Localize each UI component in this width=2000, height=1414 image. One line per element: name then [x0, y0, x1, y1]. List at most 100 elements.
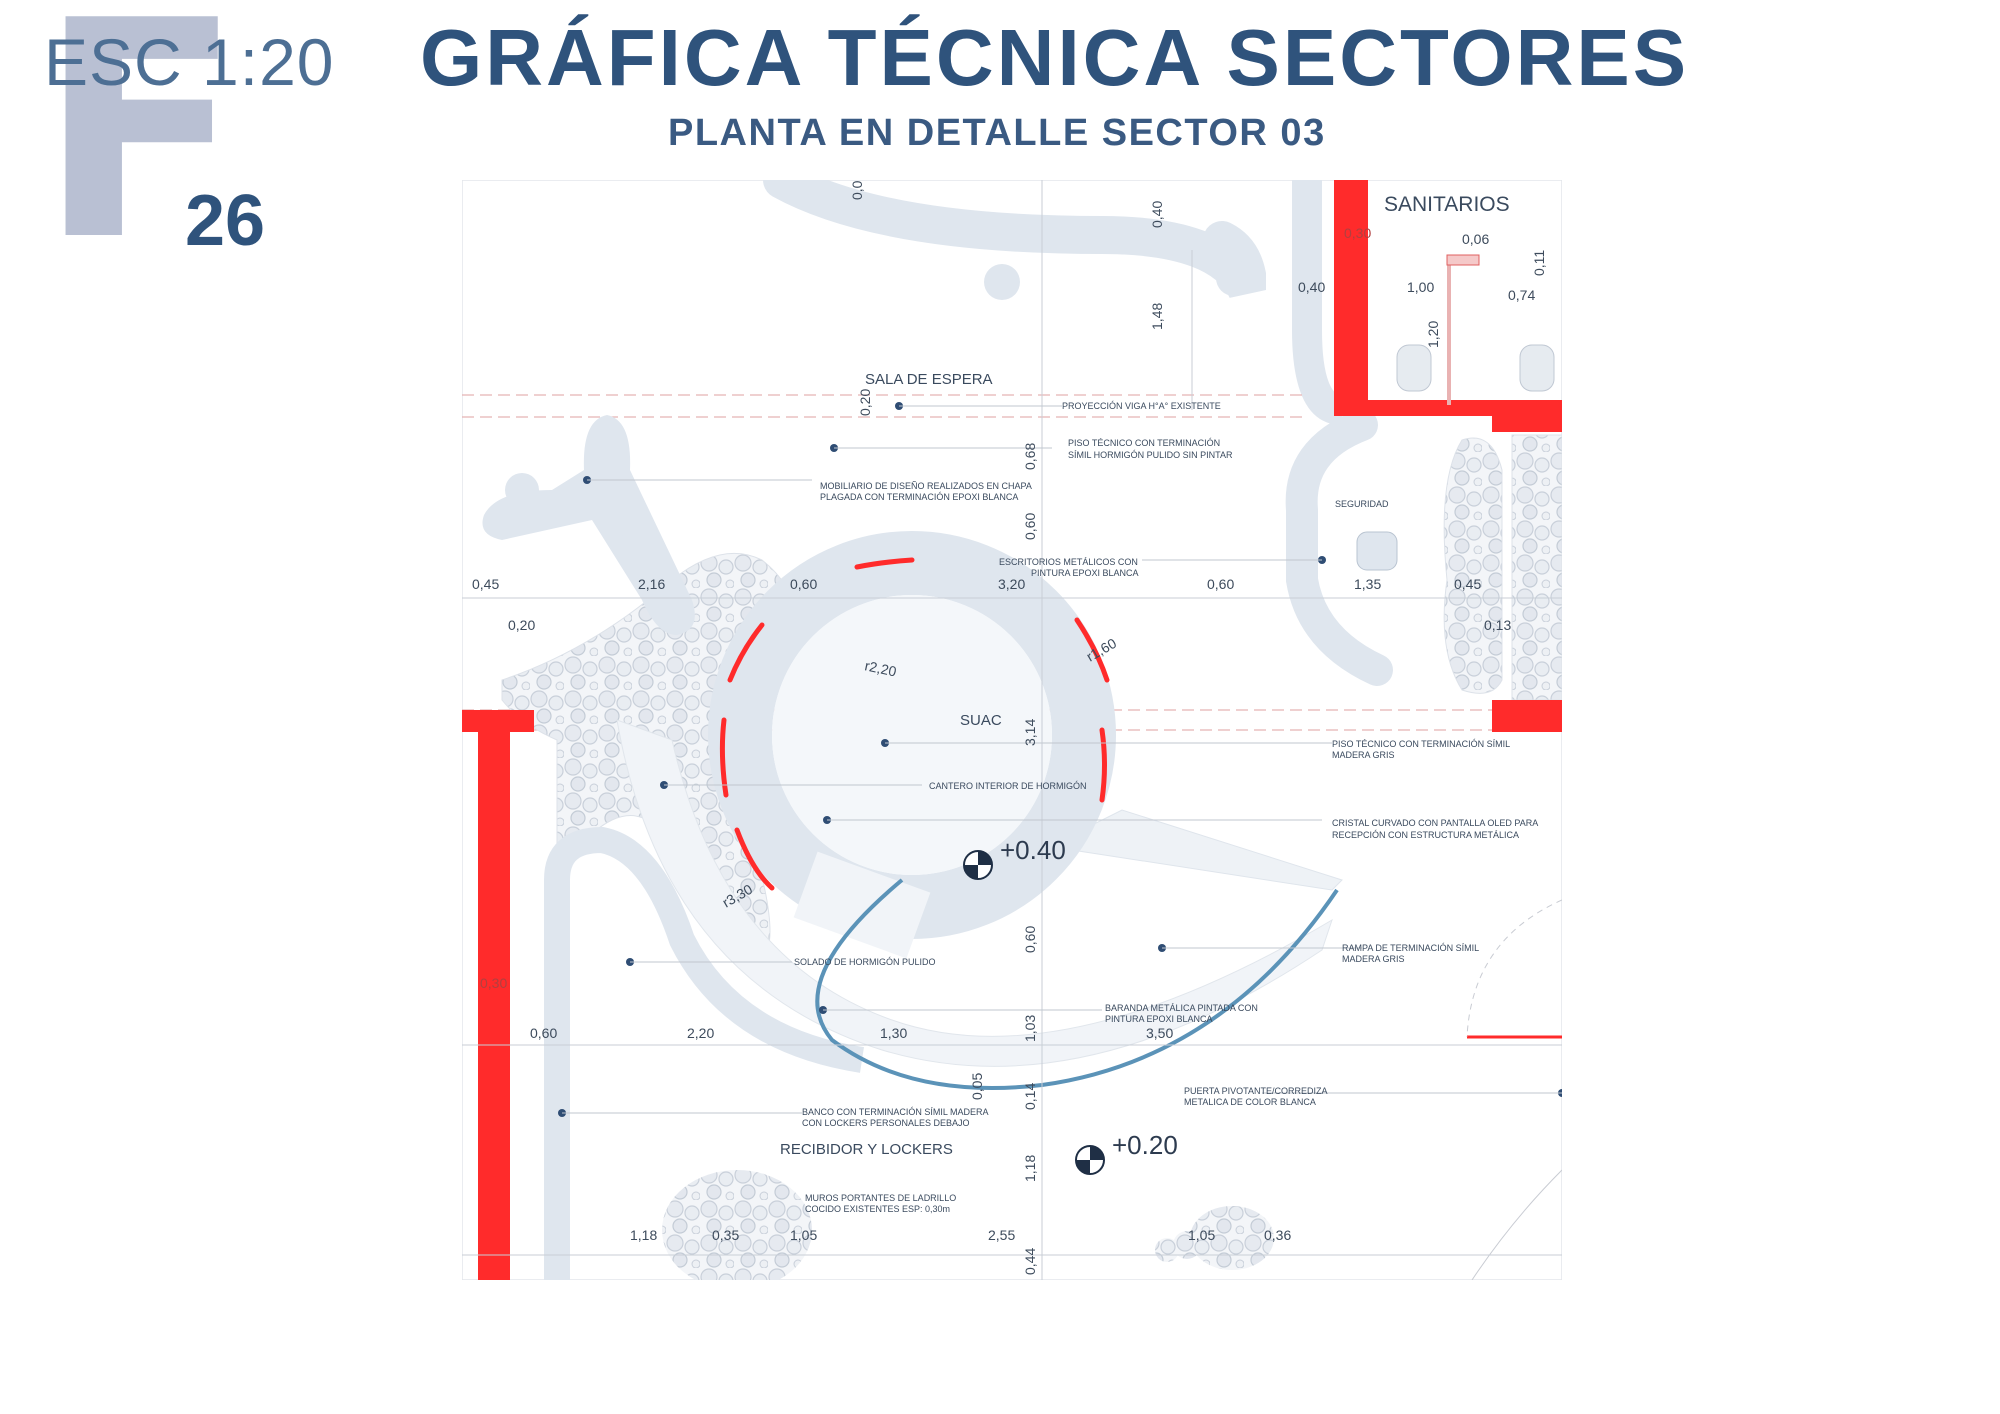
room-label-seguridad: SEGURIDAD	[1335, 499, 1389, 509]
note-solado: SOLADO DE HORMIGÓN PULIDO	[794, 957, 936, 967]
note-piso-tecnico-2: PISO TÉCNICO CON TERMINACIÓN SÍMIL	[1332, 739, 1510, 749]
stool	[505, 473, 539, 507]
suac-floor	[772, 595, 1052, 875]
dim-035: 0,35	[712, 1227, 739, 1243]
dim-045a: 0,45	[472, 576, 499, 592]
dim-007: 0,07	[849, 180, 865, 200]
dim-074: 0,74	[1508, 287, 1535, 303]
level-marker-icon	[1075, 1145, 1105, 1175]
side-table	[984, 264, 1020, 300]
dim-148: 1,48	[1149, 303, 1165, 330]
dim-255: 2,55	[988, 1227, 1015, 1243]
toilet-icon	[1396, 344, 1432, 392]
curved-glass-screens	[719, 557, 1110, 891]
note-muros: MUROS PORTANTES DE LADRILLO	[805, 1193, 956, 1203]
door-swing	[1466, 899, 1562, 1038]
ring-opening	[793, 851, 931, 959]
chair-icon	[1356, 531, 1398, 571]
note-cantero: CANTERO INTERIOR DE HORMIGÓN	[929, 781, 1087, 791]
dim-118b: 1,18	[630, 1227, 657, 1243]
note-puerta: PUERTA PIVOTANTE/CORREDIZA	[1184, 1086, 1328, 1096]
dim-118a: 1,18	[1022, 1155, 1038, 1182]
dim-135: 1,35	[1354, 576, 1381, 592]
page-number: 26	[185, 181, 266, 261]
dim-350: 3,50	[1146, 1025, 1173, 1041]
planter-right-2	[1511, 434, 1562, 701]
dim-314: 3,14	[1022, 719, 1038, 746]
dim-220: 2,20	[687, 1025, 714, 1041]
note-escritorios: ESCRITORIOS METÁLICOS CON	[999, 557, 1138, 567]
note-cristal: CRISTAL CURVADO CON PANTALLA OLED PARA	[1332, 818, 1538, 828]
note-banco: BANCO CON TERMINACIÓN SÍMIL MADERA	[802, 1107, 989, 1117]
note-muros-b: COCIDO EXISTENTES ESP: 0,30m	[805, 1204, 950, 1214]
level-value-upper: +0.40	[1000, 835, 1066, 865]
dim-105a: 1,05	[790, 1227, 817, 1243]
section-letter: F	[38, 0, 243, 306]
partition	[1447, 255, 1451, 405]
toilet-icon	[1519, 344, 1555, 392]
dim-013: 0,13	[1484, 617, 1511, 633]
planter-bottom	[662, 1170, 812, 1280]
stool	[620, 510, 654, 544]
dim-130: 1,30	[880, 1025, 907, 1041]
note-proyeccion-viga: PROYECCIÓN VIGA H°A° EXISTENTE	[1062, 401, 1221, 411]
dim-100: 1,00	[1407, 279, 1434, 295]
dim-120: 1,20	[1425, 321, 1441, 348]
dim-060e: 0,60	[530, 1025, 557, 1041]
note-escritorios-b: PINTURA EPOXI BLANCA	[1031, 568, 1139, 578]
dim-045b: 0,45	[1454, 576, 1481, 592]
note-baranda: BARANDA METÁLICA PINTADA CON	[1105, 1003, 1258, 1013]
dim-068: 0,68	[1022, 443, 1038, 470]
note-cristal-b: RECEPCIÓN CON ESTRUCTURA METÁLICA	[1332, 830, 1519, 840]
planter-small	[1173, 1231, 1201, 1259]
level-value-lower: +0.20	[1112, 1130, 1178, 1160]
planter-small	[1155, 1238, 1179, 1262]
dim-060b: 0,60	[790, 576, 817, 592]
room-label-suac: SUAC	[960, 712, 1002, 729]
page-subtitle: PLANTA EN DETALLE SECTOR 03	[668, 112, 1326, 154]
note-rampa: RAMPA DE TERMINACIÓN SÍMIL	[1342, 943, 1479, 953]
note-piso-tecnico-1b: SÍMIL HORMIGÓN PULIDO SIN PINTAR	[1068, 450, 1233, 460]
dim-011: 0,11	[1531, 250, 1547, 276]
dimension-lines	[462, 180, 1562, 1280]
door-icon	[1446, 254, 1480, 266]
level-marker-icon	[963, 850, 993, 880]
dim-060a: 0,60	[1022, 513, 1038, 540]
security-desk	[1285, 409, 1393, 686]
dim-014: 0,14	[1022, 1083, 1038, 1110]
note-baranda-b: PINTURA EPOXI BLANCA	[1105, 1014, 1213, 1024]
dim-216: 2,16	[638, 576, 665, 592]
scale-label: ESC 1:20	[44, 25, 335, 99]
leader-lines	[562, 405, 1562, 1114]
design-furniture	[482, 415, 695, 635]
note-piso-tecnico-2b: MADERA GRIS	[1332, 750, 1395, 760]
dim-020b: 0,20	[508, 617, 535, 633]
load-bearing-walls	[462, 180, 1562, 1280]
page-title: GRÁFICA TÉCNICA SECTORES	[420, 13, 1690, 102]
bench-curve	[544, 826, 865, 1280]
dim-036: 0,36	[1264, 1227, 1291, 1243]
side-table	[1216, 260, 1252, 296]
dim-030b: 0,30	[480, 975, 507, 991]
room-label-sanitarios: SANITARIOS	[1384, 193, 1510, 216]
planter-bottom-right	[1190, 1206, 1274, 1270]
dim-060d: 0,60	[1022, 926, 1038, 953]
note-mobiliario: MOBILIARIO DE DISEÑO REALIZADOS EN CHAPA	[820, 481, 1032, 491]
dim-020a: 0,20	[857, 389, 873, 416]
planter-right	[1443, 437, 1503, 694]
dim-060c: 0,60	[1207, 576, 1234, 592]
room-label-recibidor: RECIBIDOR Y LOCKERS	[780, 1141, 953, 1158]
note-mobiliario-b: PLAGADA CON TERMINACIÓN EPOXI BLANCA	[820, 492, 1018, 502]
dim-320: 3,20	[998, 576, 1025, 592]
note-piso-tecnico-1: PISO TÉCNICO CON TERMINACIÓN	[1068, 438, 1220, 448]
dim-103: 1,03	[1022, 1015, 1038, 1042]
dim-040b: 0,40	[1298, 279, 1325, 295]
note-rampa-b: MADERA GRIS	[1342, 954, 1405, 964]
dim-105b: 1,05	[1188, 1227, 1215, 1243]
dim-040a: 0,40	[1149, 201, 1165, 228]
floor-plan: SANITARIOS SALA DE ESPERA SEGURIDAD SUAC…	[462, 180, 1562, 1280]
dim-r220: r2,20	[863, 657, 898, 679]
ramp	[616, 719, 1333, 1067]
door-swing	[1471, 1169, 1562, 1280]
room-label-sala-espera: SALA DE ESPERA	[865, 371, 993, 388]
